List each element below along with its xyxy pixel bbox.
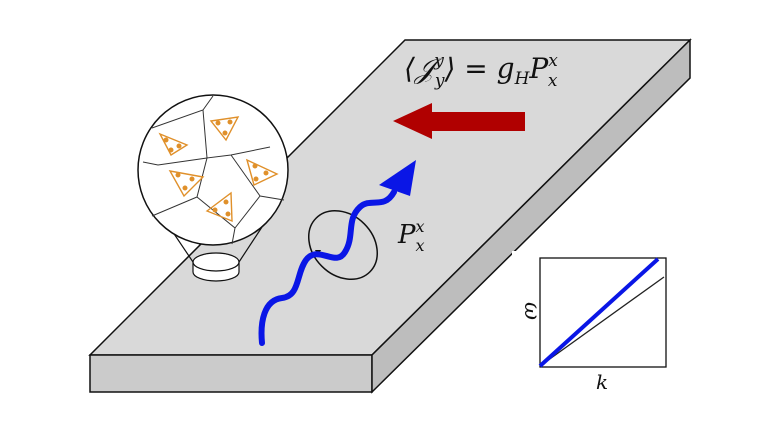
magnon-wave-arrowhead: [379, 160, 416, 196]
triangle-1: [158, 132, 189, 156]
magnifier: [137, 94, 289, 282]
dispersion-inset: ω k: [512, 251, 673, 394]
magnon-wave: [258, 160, 416, 346]
current-arrow: [393, 103, 525, 139]
triangle-4: [245, 158, 279, 186]
triangle-5: [205, 191, 233, 223]
triangle-2: [209, 116, 240, 142]
grain-triangles: [158, 116, 279, 223]
triangle-3: [168, 170, 205, 198]
inset-xlabel: k: [596, 370, 608, 394]
magnifier-stub-top: [192, 252, 240, 272]
inset-ylabel: ω: [519, 302, 544, 320]
slab-front-face: [89, 354, 373, 393]
inset-line-thin: [539, 276, 665, 367]
inset-line-blue: [538, 257, 660, 368]
grain-boundaries: [142, 95, 285, 245]
grain-circle: [137, 94, 289, 246]
slab-side-face: [371, 38, 691, 394]
